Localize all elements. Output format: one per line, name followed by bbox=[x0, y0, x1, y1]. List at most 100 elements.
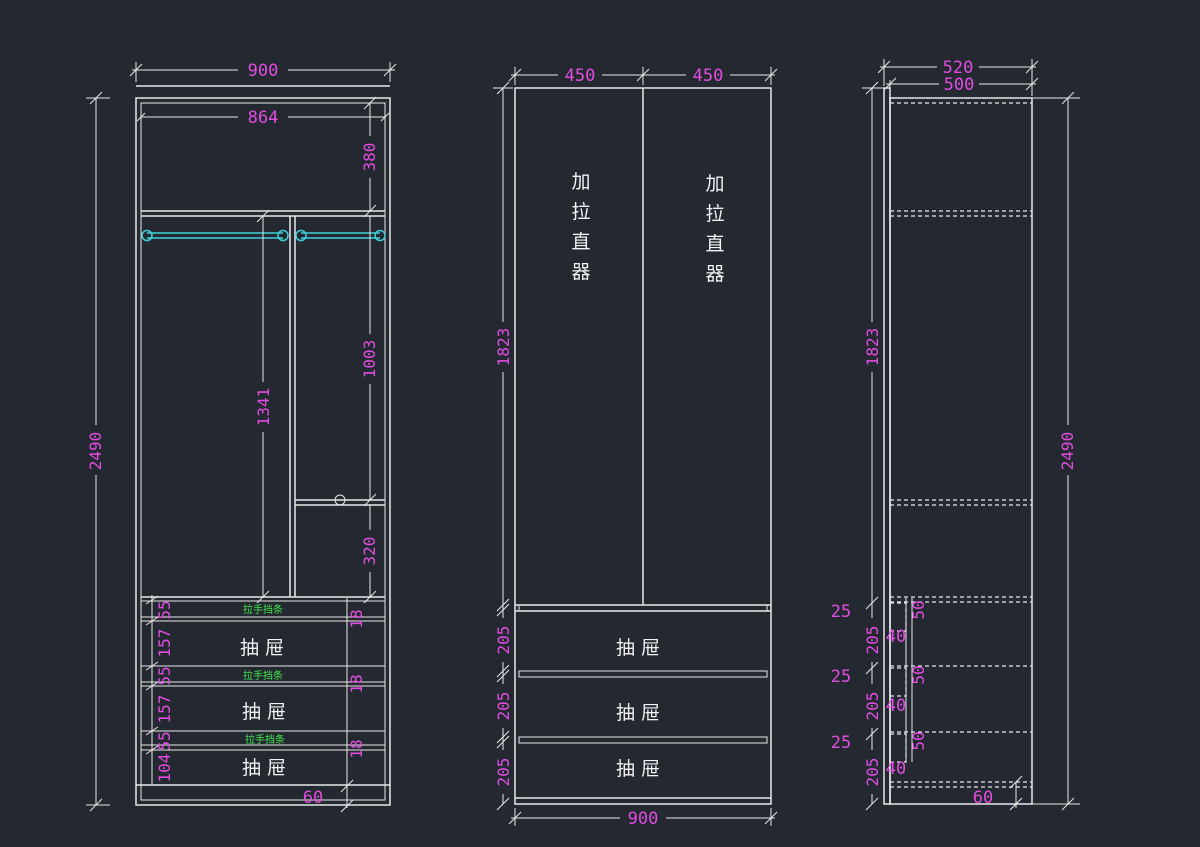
dim-total-height: 2490 bbox=[86, 432, 105, 471]
front-inner-frame bbox=[140, 102, 386, 801]
drawer-profile bbox=[889, 667, 907, 697]
side-view: 520 500 1823 205 205 205 25 25 25 40 40 … bbox=[831, 58, 1080, 811]
dim-tick bbox=[363, 96, 377, 110]
drawer-label: 抽 屉 bbox=[242, 757, 286, 779]
dim-gap: 25 bbox=[831, 667, 851, 687]
dim-top-section: 380 bbox=[360, 143, 379, 172]
dim-tick bbox=[340, 799, 354, 813]
dim-tick bbox=[256, 209, 270, 223]
handle-strip-3 bbox=[140, 730, 386, 746]
dim-total-width: 900 bbox=[248, 61, 279, 81]
front-outer-frame bbox=[135, 97, 391, 806]
dim-tick bbox=[145, 726, 159, 736]
dim-short-hang: 1003 bbox=[360, 340, 379, 379]
dim-tick bbox=[764, 68, 778, 82]
dim-tick bbox=[145, 616, 159, 626]
dim-tick bbox=[883, 77, 897, 91]
dim-inner-depth: 500 bbox=[944, 75, 975, 95]
dim-tick bbox=[363, 493, 377, 507]
dim-tick bbox=[256, 590, 270, 604]
dim-tick bbox=[865, 596, 879, 610]
dim-tick bbox=[1025, 60, 1039, 74]
dim-tick bbox=[1009, 797, 1023, 811]
dim-drawer: 205 bbox=[494, 758, 513, 787]
dim-drawer: 205 bbox=[863, 758, 882, 787]
dim-side-kick: 60 bbox=[973, 788, 993, 808]
rod-end-icon bbox=[141, 229, 153, 242]
dim-drawer: 157 bbox=[155, 629, 174, 658]
dim-side-height-upper: 1823 bbox=[863, 328, 882, 367]
dim-bottom-width: 900 bbox=[628, 809, 659, 829]
dim-door-right: 450 bbox=[693, 66, 724, 86]
door-note-char: 器 bbox=[705, 263, 724, 285]
dim-tick bbox=[496, 730, 510, 744]
dim-side-total-height: 2490 bbox=[1058, 432, 1077, 471]
handle-strip-label: 拉手挡条 bbox=[245, 733, 285, 746]
dim-tick bbox=[145, 661, 159, 671]
side-carcass bbox=[889, 97, 1033, 805]
dim-tick bbox=[1061, 797, 1075, 811]
dim-tick bbox=[136, 112, 146, 122]
dim-tick bbox=[496, 669, 510, 683]
dim-sub40: 40 bbox=[886, 696, 906, 716]
dim-door-left: 450 bbox=[565, 66, 596, 86]
dim-shelf-gap: 320 bbox=[360, 537, 379, 566]
front-interior-view: 拉手挡条 拉手挡条 拉手挡条 抽 屉 抽 屉 抽 屉 900 864 2490 bbox=[86, 60, 397, 813]
dim-outer-depth: 520 bbox=[943, 58, 974, 78]
dim-door-height: 1823 bbox=[494, 328, 513, 367]
drawer-gap-1 bbox=[518, 604, 768, 612]
dim-drawer: 205 bbox=[494, 626, 513, 655]
dim-sub40: 40 bbox=[886, 759, 906, 779]
dim-tick bbox=[145, 595, 159, 605]
door-note-char: 拉 bbox=[571, 201, 590, 223]
dim-drawer: 205 bbox=[863, 626, 882, 655]
dim-tick bbox=[380, 112, 390, 122]
door-front-view: 加 拉 直 器 加 拉 直 器 抽 屉 抽 屉 抽 屉 450 450 bbox=[493, 65, 778, 829]
drawer-gap-2 bbox=[518, 670, 768, 678]
drawer-label: 抽 屉 bbox=[240, 637, 284, 659]
door-note-char: 加 bbox=[705, 173, 724, 195]
dim-tick bbox=[865, 81, 879, 95]
dim-sub50: 50 bbox=[909, 600, 928, 619]
drawer-gap-3 bbox=[518, 736, 768, 744]
dim-tick bbox=[636, 68, 650, 82]
dim-tick bbox=[865, 797, 879, 811]
dim-gap: 18 bbox=[347, 609, 366, 628]
rod-end-icon bbox=[374, 229, 386, 242]
dim-long-hang: 1341 bbox=[254, 388, 273, 427]
dim-tick bbox=[1009, 775, 1023, 789]
dim-drawer-sub: 55 bbox=[155, 731, 174, 750]
dim-tick bbox=[496, 797, 510, 811]
drawer-label: 抽 屉 bbox=[616, 702, 660, 724]
dim-tick bbox=[1025, 77, 1039, 91]
dim-tick bbox=[129, 63, 143, 77]
dim-sub50: 50 bbox=[909, 665, 928, 684]
dim-drawer: 104 bbox=[155, 754, 174, 783]
dim-sub50: 50 bbox=[909, 731, 928, 750]
dim-tick bbox=[508, 68, 522, 82]
dim-tick bbox=[145, 745, 159, 755]
dim-tick bbox=[508, 811, 522, 825]
dim-tick bbox=[363, 590, 377, 604]
handle-strip-1 bbox=[140, 600, 386, 618]
dim-inner-width: 864 bbox=[248, 108, 279, 128]
door-note-char: 直 bbox=[705, 233, 724, 255]
door-note-char: 器 bbox=[571, 261, 590, 283]
dim-kick: 60 bbox=[303, 788, 323, 808]
handle-strip-label: 拉手挡条 bbox=[243, 669, 283, 682]
dim-tick bbox=[877, 60, 891, 74]
dim-tick bbox=[865, 727, 879, 741]
dim-tick bbox=[1061, 91, 1075, 105]
rod-end-icon bbox=[295, 229, 307, 242]
dim-tick bbox=[865, 661, 879, 675]
dim-tick bbox=[496, 735, 510, 749]
door-note-char: 加 bbox=[571, 171, 590, 193]
dim-gap: 18 bbox=[347, 739, 366, 758]
shelf-pin-icon bbox=[334, 494, 346, 506]
dim-tick bbox=[383, 63, 397, 77]
dim-tick bbox=[363, 204, 377, 218]
dim-drawer-sub: 55 bbox=[155, 666, 174, 685]
dim-tick bbox=[496, 81, 510, 95]
dim-tick bbox=[764, 811, 778, 825]
